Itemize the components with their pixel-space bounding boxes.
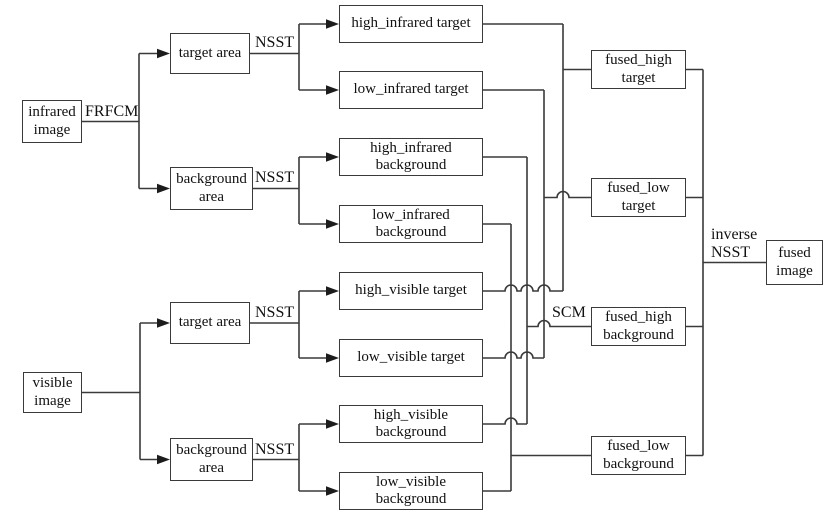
node-label: fused image [776, 245, 813, 279]
node-vis-background-area: background area [170, 438, 253, 481]
edge-label-nsst-vis-target: NSST [255, 304, 295, 321]
arrowheads [157, 19, 339, 496]
arrowhead [157, 48, 170, 59]
edge-label-scm: SCM [552, 304, 586, 321]
node-low-visible-background: low_visible background [339, 472, 483, 510]
arrowhead [326, 286, 339, 296]
node-label: visible image [32, 375, 73, 409]
node-fused-high-background: fused_high background [591, 307, 686, 346]
node-label: background area [176, 171, 247, 205]
node-label: low_visible target [357, 349, 465, 366]
node-label: high_infrared background [370, 139, 452, 173]
edge-label-inverse-nsst: inverse NSST [711, 226, 758, 261]
arrowhead [157, 183, 170, 194]
node-label: target area [178, 314, 242, 331]
edge-label-frfcm: FRFCM [85, 103, 139, 120]
arrowhead [326, 152, 339, 162]
node-high-visible-background: high_visible background [339, 405, 483, 443]
arrowhead [326, 85, 339, 95]
edge-label-nsst-ir-target: NSST [255, 34, 295, 51]
node-fused-low-background: fused_low background [591, 436, 686, 475]
node-low-infrared-background: low_infrared background [339, 205, 483, 243]
node-label: background area [176, 442, 247, 476]
node-fused-low-target: fused_low target [591, 178, 686, 217]
node-high-infrared-target: high_infrared target [339, 5, 483, 43]
node-high-visible-target: high_visible target [339, 272, 483, 310]
collector-lines [483, 23, 766, 492]
arrowhead [157, 454, 170, 465]
node-visible-image: visible image [23, 372, 82, 413]
node-high-infrared-background: high_infrared background [339, 138, 483, 176]
input-split-lines [82, 23, 328, 492]
arrowhead [326, 353, 339, 363]
node-label: high_infrared target [351, 15, 471, 32]
node-label: low_infrared background [372, 206, 450, 240]
node-ir-target-area: target area [170, 33, 250, 74]
node-low-infrared-target: low_infrared target [339, 71, 483, 109]
node-infrared-image: infrared image [22, 100, 82, 143]
arrowhead [326, 486, 339, 496]
arrowhead [157, 318, 170, 328]
arrowhead [326, 219, 339, 229]
node-label: fused_low target [607, 180, 670, 214]
node-label: low_visible background [375, 473, 447, 507]
node-vis-target-area: target area [170, 302, 250, 344]
node-low-visible-target: low_visible target [339, 339, 483, 377]
node-label: low_infrared target [353, 81, 469, 98]
edge-label-nsst-vis-background: NSST [255, 441, 295, 458]
node-ir-background-area: background area [170, 167, 253, 210]
node-label: target area [178, 44, 242, 61]
node-label: fused_low background [603, 438, 674, 472]
node-label: fused_high target [605, 52, 672, 86]
node-fused-image: fused image [766, 240, 823, 285]
node-fused-high-target: fused_high target [591, 50, 686, 89]
node-label: high_visible background [373, 406, 449, 440]
node-label: fused_high background [603, 309, 674, 343]
edge-label-nsst-ir-background: NSST [255, 169, 295, 186]
arrowhead [326, 19, 339, 29]
arrowhead [326, 419, 339, 429]
node-label: infrared image [28, 104, 76, 138]
node-label: high_visible target [355, 282, 467, 299]
